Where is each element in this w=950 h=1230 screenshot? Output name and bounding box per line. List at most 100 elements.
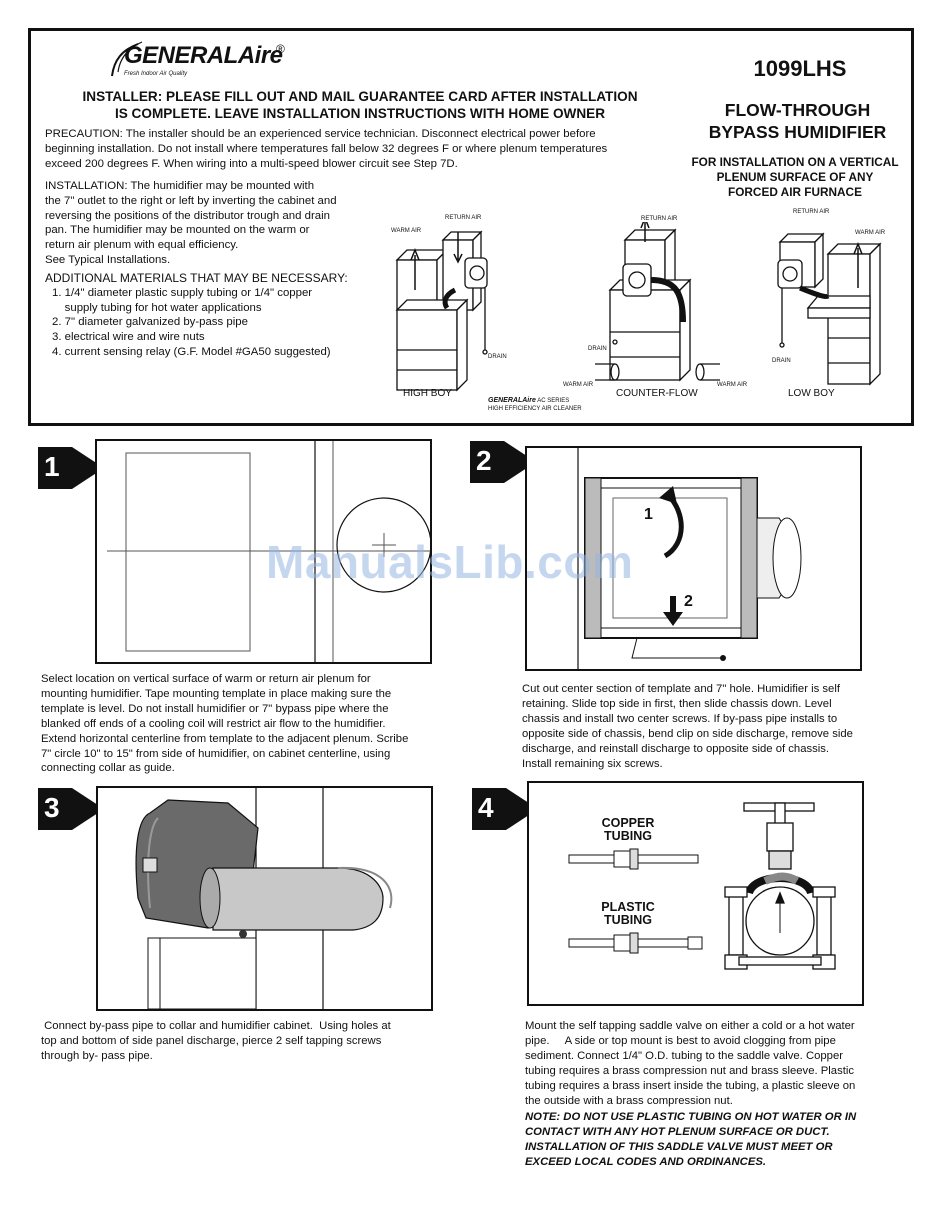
high-boy-drain-label: DRAIN bbox=[488, 354, 507, 360]
installation-paragraph: INSTALLATION: The humidifier may be moun… bbox=[45, 179, 375, 268]
installation-line: return air plenum with equal efficiency. bbox=[45, 239, 239, 252]
air-cleaner-callout: GENERALAire AC SERIES HIGH EFFICIENCY AI… bbox=[488, 397, 582, 413]
precaution-paragraph: PRECAUTION: The installer should be an e… bbox=[45, 127, 675, 171]
step-4-note-line: CONTACT WITH ANY HOT PLENUM SURFACE OR D… bbox=[525, 1125, 830, 1138]
step-4-figure: COPPER TUBING PLASTIC TUBING bbox=[527, 781, 864, 1006]
step-1-instructions: Select location on vertical surface of w… bbox=[41, 672, 449, 776]
product-title: FLOW-THROUGH BYPASS HUMIDIFIER bbox=[690, 99, 905, 143]
counter-flow-drain-label: DRAIN bbox=[588, 346, 607, 352]
step-4-note-line: EXCEED LOCAL CODES AND ORDINANCES. bbox=[525, 1155, 767, 1168]
installation-line: See Typical Installations. bbox=[45, 253, 171, 266]
step-2-instructions: Cut out center section of template and 7… bbox=[522, 682, 897, 771]
low-boy-drain-label: DRAIN bbox=[772, 358, 791, 364]
high-boy-return-air-label: RETURN AIR bbox=[445, 215, 482, 221]
step-3-instructions: Connect by-pass pipe to collar and humid… bbox=[41, 1019, 451, 1064]
installation-line: INSTALLATION: The humidifier may be moun… bbox=[45, 180, 315, 192]
high-boy-warm-air-label: WARM AIR bbox=[391, 228, 422, 234]
low-boy-warm-air-label: WARM AIR bbox=[855, 230, 886, 236]
logo-registered-mark: ® bbox=[276, 42, 285, 56]
air-cleaner-series: AC SERIES bbox=[537, 398, 570, 404]
installation-line: reversing the positions of the distribut… bbox=[45, 209, 330, 222]
step-2-line: Cut out center section of template and 7… bbox=[522, 683, 840, 695]
installer-notice-line: IS COMPLETE. LEAVE INSTALLATION INSTRUCT… bbox=[114, 106, 606, 121]
step-2-figure: 1 2 bbox=[525, 446, 862, 671]
materials-title: ADDITIONAL MATERIALS THAT MAY BE NECESSA… bbox=[45, 271, 348, 285]
precaution-line: exceed 200 degrees F. When wiring into a… bbox=[45, 157, 458, 170]
step-2-line: discharge, and reinstall discharge to op… bbox=[522, 742, 830, 755]
materials-item: 3. electrical wire and wire nuts bbox=[52, 331, 205, 344]
brand-logo: GENERALAire ® Fresh Indoor Air Quality bbox=[108, 38, 298, 82]
materials-item: 1. 1/4" diameter plastic supply tubing o… bbox=[52, 286, 313, 299]
product-title-line: BYPASS HUMIDIFIER bbox=[708, 122, 887, 142]
step-2-line: retaining. Slide top side in first, then… bbox=[522, 697, 832, 710]
step-4-number: 4 bbox=[478, 792, 494, 823]
watermark: ManualsLib.com bbox=[266, 536, 634, 588]
precaution-line: PRECAUTION: The installer should be an e… bbox=[45, 128, 596, 140]
counter-flow-warm-air-left-label: WARM AIR bbox=[563, 382, 594, 388]
mounting-template-diagram bbox=[107, 441, 430, 662]
step-1-line: blanked off ends of a cooling coil will … bbox=[41, 717, 386, 730]
materials-item: 2. 7" diameter galvanized by-pass pipe bbox=[52, 316, 248, 329]
step-1-number: 1 bbox=[44, 451, 60, 482]
step-3-line: Connect by-pass pipe to collar and humid… bbox=[41, 1020, 391, 1032]
low-boy-illustration bbox=[777, 232, 882, 386]
copper-tubing-label: COPPER TUBING bbox=[584, 817, 672, 843]
plastic-tubing-label-line: PLASTIC bbox=[601, 900, 655, 914]
step-2-line: chassis and install two center screws. I… bbox=[522, 712, 838, 725]
installer-notice: INSTALLER: PLEASE FILL OUT AND MAIL GUAR… bbox=[30, 88, 690, 122]
step-1-line: mounting humidifier. Tape mounting templ… bbox=[41, 687, 392, 700]
materials-item: 4. current sensing relay (G.F. Model #GA… bbox=[52, 345, 331, 358]
high-boy-illustration bbox=[395, 230, 488, 392]
step-4-line: tubing requires a brass insert inside th… bbox=[525, 1079, 856, 1092]
plastic-tubing-label-line: TUBING bbox=[604, 913, 652, 927]
logo-brand: GENERALAire bbox=[124, 42, 283, 69]
step-4-note: NOTE: DO NOT USE PLASTIC TUBING ON HOT W… bbox=[525, 1110, 900, 1170]
saddle-valve-diagram bbox=[568, 802, 836, 970]
counter-flow-return-air-label: RETURN AIR bbox=[641, 216, 678, 222]
logo-tagline: Fresh Indoor Air Quality bbox=[124, 71, 188, 77]
counter-flow-illustration bbox=[595, 222, 720, 382]
installer-notice-line: INSTALLER: PLEASE FILL OUT AND MAIL GUAR… bbox=[82, 89, 638, 104]
step-4-line: the outside with a brass compression nut… bbox=[525, 1094, 733, 1107]
header-box bbox=[28, 28, 914, 426]
step-1-badge-icon bbox=[38, 447, 104, 489]
air-cleaner-description: HIGH EFFICIENCY AIR CLEANER bbox=[488, 406, 582, 412]
low-boy-return-air-label: RETURN AIR bbox=[793, 209, 830, 215]
step-4-note-line: NOTE: DO NOT USE PLASTIC TUBING ON HOT W… bbox=[525, 1111, 857, 1123]
installation-scope-line: FORCED AIR FURNACE bbox=[728, 185, 862, 199]
plastic-tubing-icon bbox=[568, 932, 703, 954]
step-2-callout-2: 2 bbox=[684, 593, 693, 610]
step-3-badge-icon bbox=[38, 788, 104, 830]
step-2-line: opposite side of chassis, bend clip on s… bbox=[522, 727, 853, 740]
step-2-number: 2 bbox=[476, 445, 492, 476]
chassis-insertion-diagram bbox=[577, 448, 802, 669]
installation-scope: FOR INSTALLATION ON A VERTICAL PLENUM SU… bbox=[680, 155, 910, 200]
step-2-badge-icon bbox=[470, 441, 536, 483]
materials-section: ADDITIONAL MATERIALS THAT MAY BE NECESSA… bbox=[45, 271, 385, 360]
return-air-arrow-icon bbox=[453, 232, 463, 264]
plastic-tubing-label: PLASTIC TUBING bbox=[584, 901, 672, 927]
low-boy-warm-arrow-icon bbox=[853, 241, 863, 288]
step-1-line: connecting collar as guide. bbox=[41, 762, 175, 775]
installation-line: the 7" outlet to the right or left by in… bbox=[45, 194, 337, 207]
step-3-line: through by- pass pipe. bbox=[41, 1049, 153, 1062]
counter-flow-warm-air-right-label: WARM AIR bbox=[717, 382, 748, 388]
step-4-instructions: Mount the self tapping saddle valve on e… bbox=[525, 1019, 897, 1108]
step-1-line: template is level. Do not install humidi… bbox=[41, 702, 389, 715]
step-1-line: Extend horizontal centerline from templa… bbox=[41, 732, 409, 745]
installation-scope-line: PLENUM SURFACE OF ANY bbox=[716, 170, 874, 184]
copper-tubing-label-line: COPPER bbox=[601, 816, 655, 830]
copper-tubing-icon bbox=[568, 848, 699, 870]
counter-flow-return-arrow-icon bbox=[640, 222, 650, 242]
step-4-badge-icon bbox=[472, 788, 538, 830]
model-number: 1099LHS bbox=[753, 56, 847, 81]
low-boy-label: LOW BOY bbox=[788, 388, 835, 399]
installation-line: pan. The humidifier may be mounted on th… bbox=[45, 224, 310, 237]
high-boy-label: HIGH BOY bbox=[403, 388, 452, 399]
step-2-callout-1: 1 bbox=[644, 506, 653, 523]
installation-scope-line: FOR INSTALLATION ON A VERTICAL bbox=[691, 155, 899, 169]
materials-item: supply tubing for hot water applications bbox=[52, 301, 262, 314]
precaution-line: beginning installation. Do not install w… bbox=[45, 142, 608, 155]
step-3-line: top and bottom of side panel discharge, … bbox=[41, 1034, 382, 1047]
step-1-line: 7" circle 10" to 15" from side of humidi… bbox=[41, 747, 391, 760]
